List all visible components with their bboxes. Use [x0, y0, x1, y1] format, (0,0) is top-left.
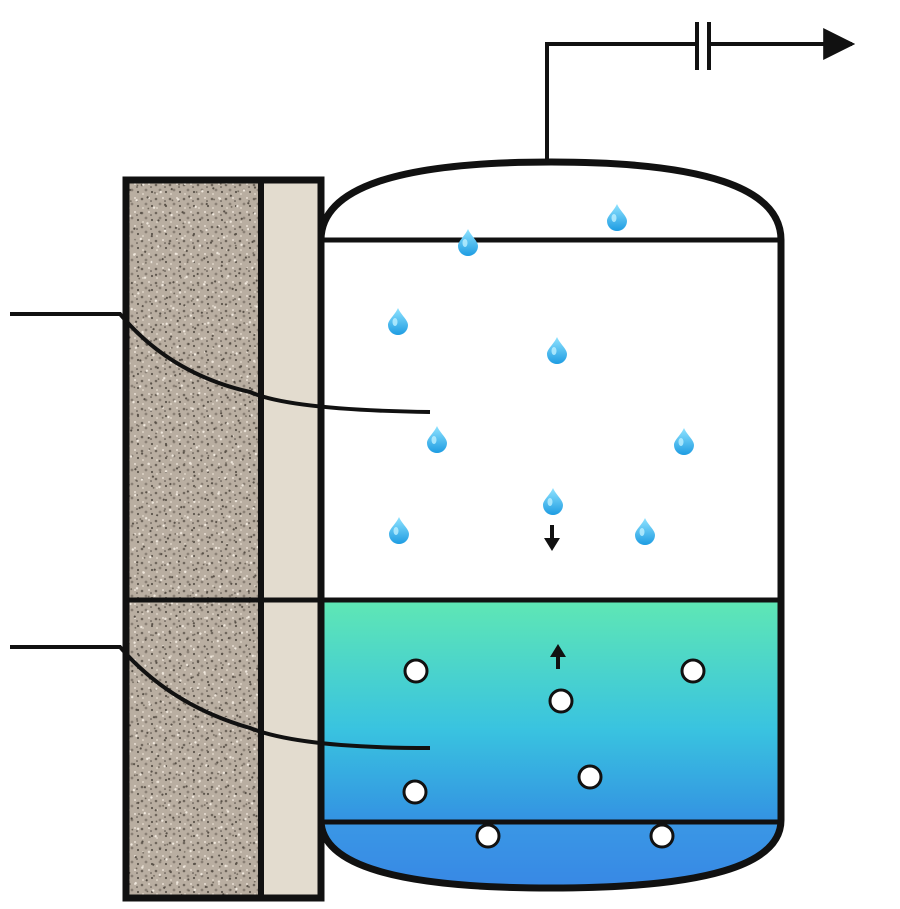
droplet-body — [543, 488, 563, 515]
upper-lead-wire — [10, 312, 431, 414]
water-droplet-icon — [427, 426, 447, 453]
arrow-up-head — [550, 644, 566, 657]
droplet-body — [388, 308, 408, 335]
arrow-up-icon — [550, 644, 566, 669]
droplet-body — [635, 518, 655, 545]
capacitor-icon — [695, 22, 711, 70]
gas-bubble-icon — [649, 823, 675, 849]
water-droplet-icon — [635, 518, 655, 545]
bubble-group — [402, 658, 706, 849]
reactor-vessel — [317, 158, 785, 892]
droplet-body — [607, 204, 627, 231]
gas-bubble-icon — [402, 779, 428, 805]
droplet-highlight — [551, 347, 557, 355]
electrical-leads — [10, 22, 856, 750]
droplet-body — [458, 229, 478, 256]
droplet-highlight — [393, 527, 399, 535]
gas-bubble-icon — [475, 823, 501, 849]
droplet-highlight — [462, 239, 468, 247]
water-droplet-icon — [674, 428, 694, 455]
droplet-group — [388, 204, 694, 545]
arrow-down-head — [544, 538, 560, 551]
gas-bubble-icon — [680, 658, 706, 684]
lower-lead-wire — [10, 645, 431, 750]
droplet-body — [427, 426, 447, 453]
droplet-body — [389, 517, 409, 544]
water-droplet-icon — [547, 337, 567, 364]
membrane-layer — [261, 180, 321, 898]
gas-bubble-icon — [403, 658, 429, 684]
droplet-highlight — [678, 438, 684, 446]
water-droplet-icon — [388, 308, 408, 335]
liquid-phase — [321, 600, 781, 888]
stone-speckle-overlay — [126, 180, 261, 898]
droplet-highlight — [547, 498, 553, 506]
water-droplet-icon — [458, 229, 478, 256]
droplet-highlight — [639, 528, 645, 536]
gas-bubble-icon — [577, 764, 603, 790]
porous-electrode — [122, 176, 325, 902]
droplet-highlight — [392, 318, 398, 326]
water-droplet-icon — [389, 517, 409, 544]
liquid-bottom-dome — [321, 822, 781, 888]
water-droplet-icon — [607, 204, 627, 231]
outlet-wire — [545, 42, 695, 162]
droplet-body — [547, 337, 567, 364]
gas-bubble-icon — [548, 688, 574, 714]
droplet-body — [674, 428, 694, 455]
water-droplet-icon — [543, 488, 563, 515]
flow-arrows — [544, 525, 566, 669]
droplet-highlight — [611, 214, 617, 222]
arrow-down-icon — [544, 525, 560, 551]
droplet-highlight — [431, 436, 437, 444]
